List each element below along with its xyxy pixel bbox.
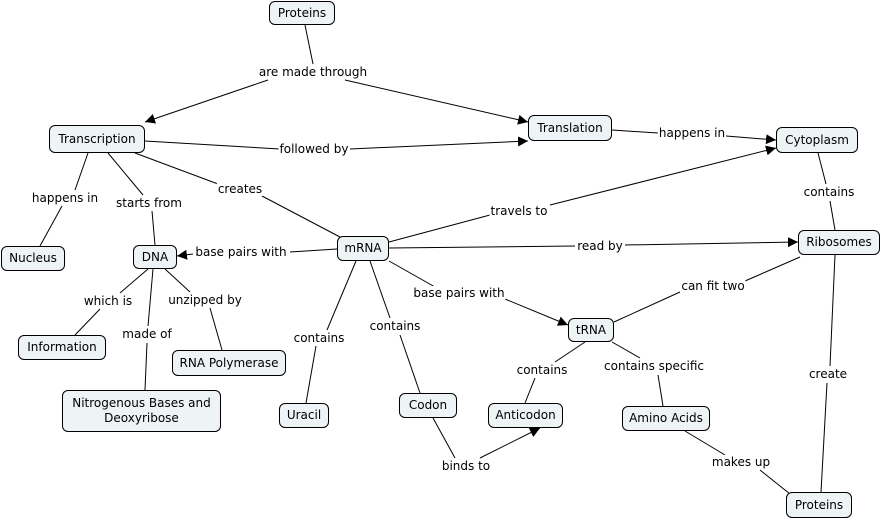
link-label-create: create: [807, 367, 849, 381]
connector-line: [147, 268, 154, 327]
link-label-binds-to: binds to: [440, 459, 492, 473]
link-label-are-made-through: are made through: [257, 65, 369, 79]
link-label-travels-to: travels to: [489, 204, 549, 218]
connector-line: [151, 210, 156, 246]
connector-arrow: [549, 145, 777, 206]
connector-line: [388, 214, 491, 243]
link-label-contains-anticodon: contains: [515, 363, 569, 377]
connector-line: [369, 260, 391, 319]
link-label-read-by: read by: [576, 239, 624, 253]
connector-line: [289, 248, 338, 253]
connector-line: [144, 342, 148, 391]
connector-arrow: [725, 134, 777, 145]
node-trna[interactable]: tRNA: [568, 318, 614, 342]
connector-line: [119, 268, 149, 294]
connector-arrow: [176, 249, 194, 260]
node-cytoplasm[interactable]: Cytoplasm: [776, 127, 858, 153]
node-ribosomes[interactable]: Ribosomes: [798, 230, 880, 255]
connector-line: [759, 469, 791, 495]
node-mrna[interactable]: mRNA: [337, 236, 389, 261]
connector-arrow: [349, 136, 529, 150]
link-label-base-pairs-dna: base pairs with: [194, 245, 288, 259]
node-anticodon[interactable]: Anticodon: [488, 403, 563, 428]
connector-line: [829, 254, 836, 367]
connector-line: [107, 152, 144, 196]
connector-line: [554, 341, 586, 363]
node-proteins-bottom[interactable]: Proteins: [786, 492, 852, 518]
connector-line: [144, 140, 281, 150]
connector-line: [209, 307, 223, 351]
connector-line: [261, 195, 341, 238]
connector-line: [524, 377, 536, 404]
link-label-happens-in-nucleus: happens in: [30, 191, 100, 205]
connector-line: [164, 268, 191, 293]
connector-line: [74, 308, 101, 336]
node-rna-polymerase[interactable]: RNA Polymerase: [172, 350, 286, 376]
link-label-which-is: which is: [82, 294, 134, 308]
link-label-contains-uracil: contains: [292, 331, 346, 345]
connector-line: [74, 152, 89, 191]
link-label-contains-specific: contains specific: [603, 359, 705, 373]
link-label-happens-in-cytoplasm: happens in: [657, 126, 727, 140]
link-label-can-fit-two: can fit two: [680, 279, 746, 293]
link-label-contains-codon: contains: [368, 319, 422, 333]
connector-line: [829, 200, 836, 231]
node-proteins-top[interactable]: Proteins: [269, 1, 335, 25]
link-label-makes-up: makes up: [710, 455, 772, 469]
link-label-base-pairs-trna: base pairs with: [412, 286, 506, 300]
connector-line: [432, 417, 456, 459]
node-information[interactable]: Information: [18, 335, 106, 360]
connector-line: [305, 345, 317, 404]
link-label-unzipped-by: unzipped by: [167, 293, 243, 307]
node-translation[interactable]: Translation: [528, 115, 612, 141]
node-codon[interactable]: Codon: [399, 393, 457, 418]
node-amino-acids[interactable]: Amino Acids: [622, 406, 710, 431]
connector-line: [684, 430, 726, 456]
connector-arrow: [144, 79, 269, 124]
connector-line: [611, 341, 641, 359]
link-label-followed-by: followed by: [278, 142, 350, 156]
connector-line: [326, 260, 357, 331]
node-dna[interactable]: DNA: [133, 245, 177, 269]
connector-line: [744, 256, 801, 282]
connector-line: [657, 374, 664, 407]
connector-line: [820, 382, 828, 493]
link-label-made-of: made of: [121, 327, 173, 341]
link-label-creates: creates: [216, 182, 264, 196]
node-uracil[interactable]: Uracil: [279, 403, 329, 428]
node-nucleus[interactable]: Nucleus: [1, 246, 65, 271]
link-label-starts-from: starts from: [115, 196, 183, 210]
node-nitrogenous-bases[interactable]: Nitrogenous Bases and Deoxyribose: [62, 390, 221, 432]
connector-line: [611, 129, 659, 134]
connector-line: [399, 334, 421, 394]
connector-line: [134, 152, 219, 185]
node-transcription[interactable]: Transcription: [49, 125, 145, 153]
link-label-contains-ribosomes: contains: [802, 185, 856, 199]
connector-arrow: [344, 79, 529, 125]
connector-line: [613, 291, 681, 323]
connector-arrow: [624, 237, 799, 248]
connector-line: [304, 24, 314, 65]
connector-arrow: [479, 427, 541, 459]
connector-arrow: [504, 298, 569, 326]
connector-line: [388, 260, 436, 288]
connector-line: [388, 245, 576, 249]
connector-line: [817, 152, 827, 185]
connector-line: [39, 205, 63, 247]
